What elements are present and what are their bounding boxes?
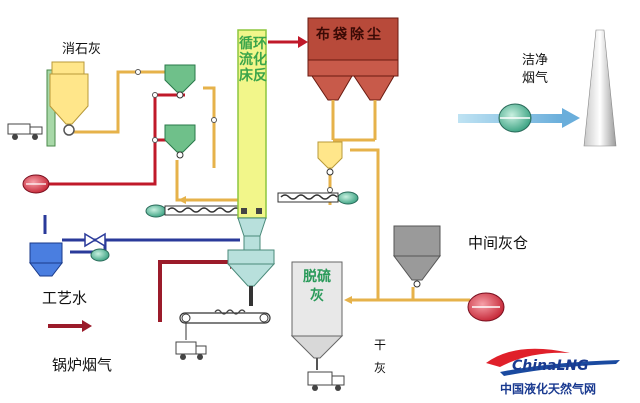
watermark-brand: ChinaLNG (512, 358, 589, 374)
blower-icon-left (145, 204, 167, 218)
desulfurization-ash-label: 脱硫灰 (303, 269, 331, 304)
process-water-tank (28, 242, 64, 277)
cfb-reactor (237, 29, 267, 251)
chinalng-logo (486, 348, 620, 376)
ash-arrow-head (178, 196, 186, 204)
desulfurization-ash-silo (290, 261, 344, 370)
truck-icon-ash (307, 371, 345, 391)
boiler-flue-gas-label: 锅炉烟气 (52, 356, 113, 374)
water-lines (43, 215, 240, 254)
green-hopper-top (164, 64, 196, 99)
intermediate-ash-silo-label: 中间灰仓 (468, 234, 529, 252)
pump-icon (90, 248, 110, 262)
screw-conveyor-right (277, 192, 339, 203)
truck-icon (7, 123, 43, 140)
water-valve (84, 232, 106, 248)
baghouse (307, 17, 399, 142)
green-hopper-bottom (164, 124, 196, 159)
ash-hopper-small (317, 141, 343, 176)
baghouse-label: 布袋除尘 (316, 27, 384, 43)
dry-ash-label: 干灰 (373, 338, 386, 375)
watermark-subtitle: 中国液化天然气网 (500, 382, 597, 396)
baghouse-arrow-head (298, 36, 308, 48)
clean-gas-flow (458, 103, 580, 133)
chimney (583, 29, 617, 147)
process-water-label: 工艺水 (42, 289, 88, 307)
reactor-label: 循环流化床反 (239, 36, 267, 85)
ash-arrow-head-2 (344, 296, 352, 304)
boiler-flue-inlet (48, 260, 230, 328)
separator (226, 249, 276, 306)
pipe-joints (135, 69, 333, 193)
belt-conveyor (179, 309, 271, 340)
legend-flue-arrow (82, 320, 92, 332)
screw-conveyor-left (164, 205, 244, 216)
blower-icon-right (337, 191, 359, 205)
intermediate-ash-silo (393, 225, 441, 288)
clean-flue-gas-label: 洁净烟气 (522, 53, 549, 86)
lime-silo (46, 61, 89, 147)
truck-icon-belt (175, 341, 207, 360)
lime-powder-label: 消石灰 (62, 42, 102, 57)
